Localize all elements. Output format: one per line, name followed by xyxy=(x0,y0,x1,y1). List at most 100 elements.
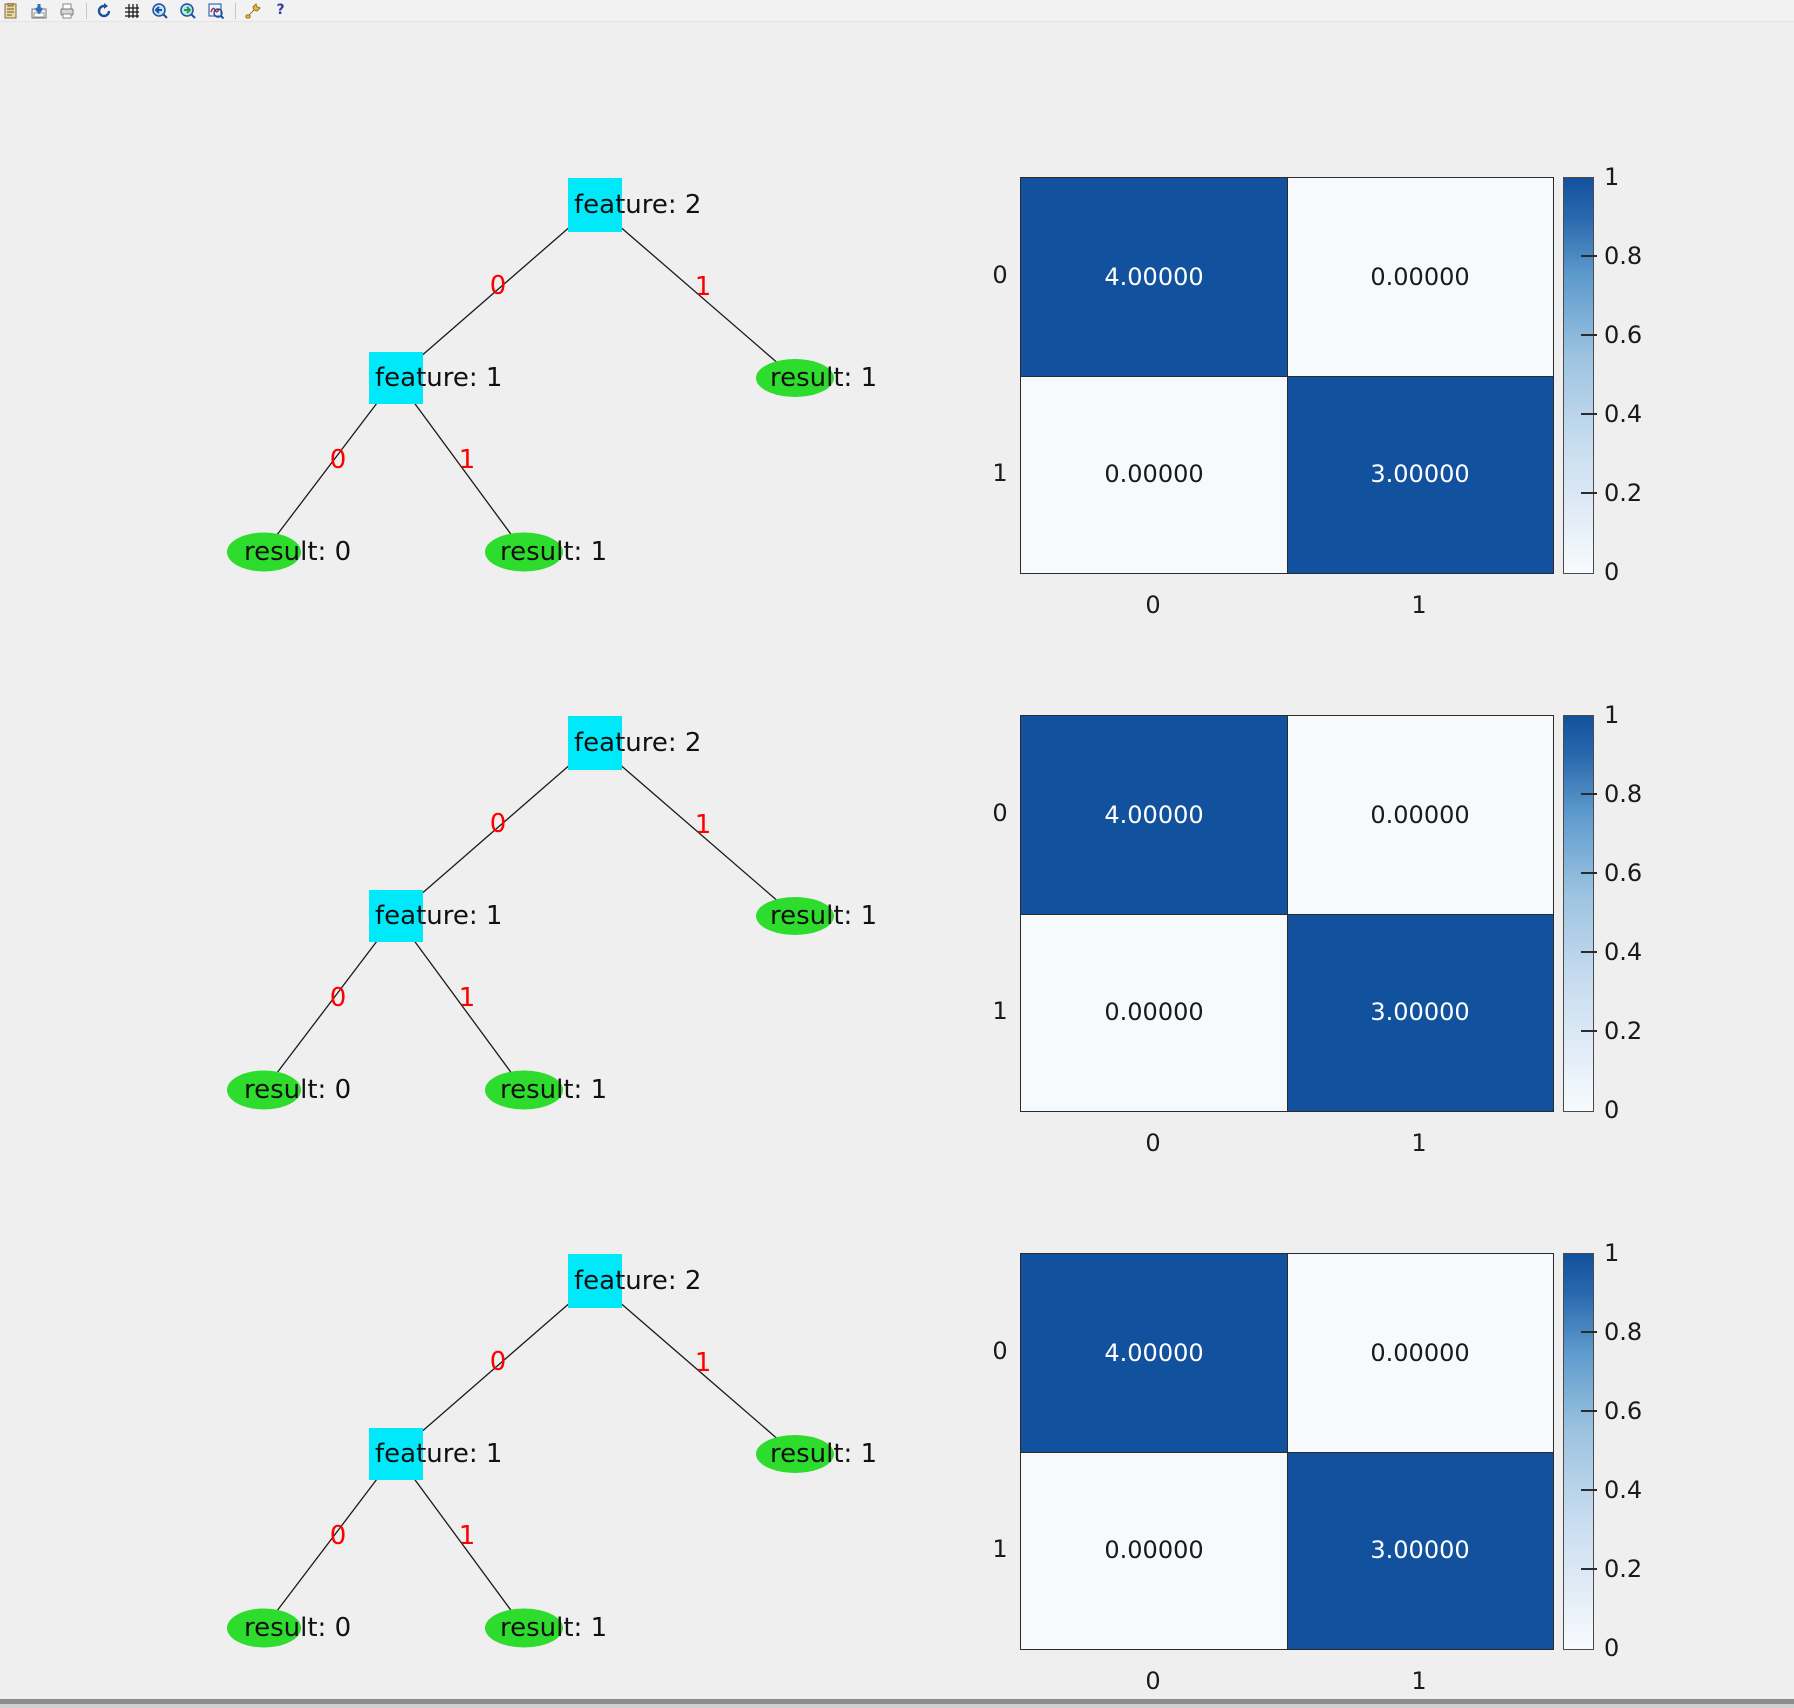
grid-icon[interactable] xyxy=(123,2,140,19)
edge-label-0: 0 xyxy=(490,271,507,301)
heatmap-cell-1-1: 3.00000 xyxy=(1287,375,1553,573)
colorbar-tick-label: 0.2 xyxy=(1604,1555,1643,1583)
tree-leaf-0[interactable] xyxy=(227,532,301,572)
colorbar-tick-label: 0.2 xyxy=(1604,1017,1643,1045)
tree-leaf-1[interactable] xyxy=(485,532,563,572)
y-tick-label: 0 xyxy=(992,1337,1008,1365)
colorbar-tick xyxy=(1581,1568,1597,1570)
colorbar-tick xyxy=(1581,1030,1597,1032)
colorbar-tick xyxy=(1581,334,1597,336)
edge-label-3: 1 xyxy=(459,445,476,475)
edge-label-3: 1 xyxy=(459,1521,476,1551)
tree-node-root[interactable] xyxy=(568,178,622,232)
tree-node-left[interactable] xyxy=(369,890,423,942)
edge-label-2: 0 xyxy=(330,445,347,475)
zoom-autoscale-icon[interactable] xyxy=(207,2,224,19)
leaf1-label: result: 1 xyxy=(500,1075,607,1105)
heatmap-cell-0-1: 0.00000 xyxy=(1370,1338,1470,1367)
decision-tree-diagram: feature: 2 feature: 1 result: 1 result: … xyxy=(227,716,877,1110)
x-tick-label: 1 xyxy=(1411,1129,1427,1157)
copy-clipboard-icon[interactable] xyxy=(2,2,19,19)
tree-leaf-right[interactable] xyxy=(756,359,834,397)
heatmap-divider xyxy=(1021,375,1553,377)
confusion-matrix-heatmap[interactable]: 4.00000 0.00000 0.00000 3.00000 xyxy=(1020,715,1554,1112)
edge-label-0: 0 xyxy=(490,809,507,839)
colorbar-tick xyxy=(1581,255,1597,257)
tree-leaf-0[interactable] xyxy=(227,1608,301,1648)
tools-icon[interactable] xyxy=(244,2,261,19)
zoom-in-icon[interactable] xyxy=(151,2,168,19)
y-tick-label: 1 xyxy=(992,997,1008,1025)
edge-label-1: 1 xyxy=(695,810,712,840)
heatmap-cell-1-1: 3.00000 xyxy=(1287,1451,1553,1649)
help-icon[interactable]: ? xyxy=(272,2,289,19)
leaf0-label: result: 0 xyxy=(244,1613,351,1643)
left-node-label: feature: 1 xyxy=(375,901,502,931)
leaf0-label: result: 0 xyxy=(244,1075,351,1105)
tree-leaf-right[interactable] xyxy=(756,897,834,935)
decision-tree-diagram: feature: 2 feature: 1 result: 1 result: … xyxy=(227,178,877,572)
right-leaf-label: result: 1 xyxy=(770,363,877,393)
tree-leaf-right[interactable] xyxy=(756,1435,834,1473)
figure-toolbar: ? xyxy=(0,0,1794,22)
leaf1-label: result: 1 xyxy=(500,537,607,567)
colorbar-tick xyxy=(1581,951,1597,953)
leaf1-label: result: 1 xyxy=(500,1613,607,1643)
tree-leaf-1[interactable] xyxy=(485,1070,563,1110)
tree-node-left[interactable] xyxy=(369,1428,423,1480)
x-tick-label: 1 xyxy=(1411,1667,1427,1695)
colorbar xyxy=(1563,177,1594,574)
colorbar-tick-label: 0 xyxy=(1604,1634,1620,1662)
heatmap-cell-0-0: 4.00000 xyxy=(1021,1254,1287,1452)
toolbar-separator xyxy=(235,2,236,19)
x-tick-label: 0 xyxy=(1145,591,1161,619)
edge-label-2: 0 xyxy=(330,1521,347,1551)
edge-label-2: 0 xyxy=(330,983,347,1013)
window-bottom-edge xyxy=(0,1699,1794,1704)
window-bottom-edge-highlight xyxy=(0,1704,1794,1708)
heatmap-divider xyxy=(1021,1451,1553,1453)
confusion-matrix-heatmap[interactable]: 4.00000 0.00000 0.00000 3.00000 xyxy=(1020,177,1554,574)
right-leaf-label: result: 1 xyxy=(770,1439,877,1469)
root-node-label: feature: 2 xyxy=(574,728,701,758)
tree-leaf-0[interactable] xyxy=(227,1070,301,1110)
colorbar-tick-label: 0.2 xyxy=(1604,479,1643,507)
confusion-matrix-heatmap[interactable]: 4.00000 0.00000 0.00000 3.00000 xyxy=(1020,1253,1554,1650)
colorbar-tick xyxy=(1581,793,1597,795)
colorbar-tick-label: 0.8 xyxy=(1604,780,1643,808)
colorbar xyxy=(1563,715,1594,1112)
tree-node-left[interactable] xyxy=(369,352,423,404)
refresh-icon[interactable] xyxy=(95,2,112,19)
colorbar-tick-label: 0.6 xyxy=(1604,321,1643,349)
root-node-label: feature: 2 xyxy=(574,190,701,220)
colorbar xyxy=(1563,1253,1594,1650)
help-glyph: ? xyxy=(276,2,285,18)
y-tick-label: 1 xyxy=(992,459,1008,487)
colorbar-tick xyxy=(1581,492,1597,494)
zoom-out-icon[interactable] xyxy=(179,2,196,19)
tree-node-root[interactable] xyxy=(568,1254,622,1308)
panel-row-1: feature: 2 feature: 1 result: 1 result: … xyxy=(0,22,1794,619)
colorbar-tick-label: 0.6 xyxy=(1604,859,1643,887)
decision-tree-diagram: feature: 2 feature: 1 result: 1 result: … xyxy=(227,1254,877,1648)
root-node-label: feature: 2 xyxy=(574,1266,701,1296)
tree-node-root[interactable] xyxy=(568,716,622,770)
tree-leaf-1[interactable] xyxy=(485,1608,563,1648)
print-icon[interactable] xyxy=(58,2,75,19)
colorbar-tick-label: 0.8 xyxy=(1604,1318,1643,1346)
panel-row-2: feature: 2 feature: 1 result: 1 result: … xyxy=(0,560,1794,1157)
y-tick-label: 1 xyxy=(992,1535,1008,1563)
save-icon[interactable] xyxy=(30,2,47,19)
edge-label-1: 1 xyxy=(695,272,712,302)
y-tick-label: 0 xyxy=(992,261,1008,289)
colorbar-tick-label: 0 xyxy=(1604,1096,1620,1124)
colorbar-tick-label: 0.4 xyxy=(1604,1476,1643,1504)
heatmap-cell-0-1: 0.00000 xyxy=(1370,262,1470,291)
heatmap-cell-0-0: 4.00000 xyxy=(1021,178,1287,376)
right-leaf-label: result: 1 xyxy=(770,901,877,931)
colorbar-tick-label: 1 xyxy=(1604,701,1620,729)
left-node-label: feature: 1 xyxy=(375,1439,502,1469)
heatmap-cell-0-0: 4.00000 xyxy=(1021,716,1287,914)
colorbar-tick-label: 0 xyxy=(1604,558,1620,586)
